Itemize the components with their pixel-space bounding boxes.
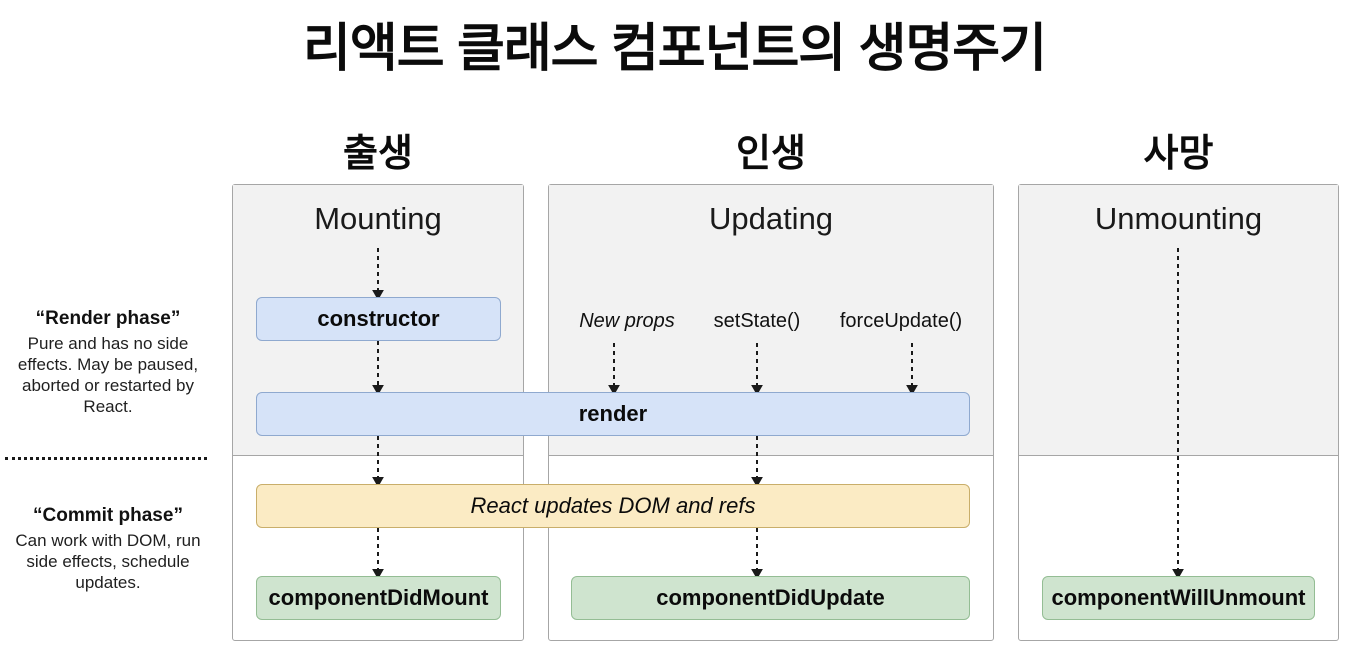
node-constructor: constructor bbox=[256, 297, 501, 341]
node-component-did-mount: componentDidMount bbox=[256, 576, 501, 620]
render-phase-legend: “Render phase” Pure and has no side effec… bbox=[8, 308, 208, 417]
panel-updating-title: Updating bbox=[708, 201, 834, 236]
trigger-label-3: forceUpdate() bbox=[839, 310, 963, 332]
stage-caption-2: 인생 bbox=[736, 133, 806, 175]
node-react-updates-dom-and-refs: React updates DOM and refs bbox=[256, 484, 970, 528]
panel-mounting-title: Mounting bbox=[314, 201, 442, 236]
node-component-did-update: componentDidUpdate bbox=[571, 576, 970, 620]
node-render: render bbox=[256, 392, 970, 436]
trigger-label-1: New props bbox=[579, 310, 675, 332]
commit-phase-description: Can work with DOM, run side effects, sch… bbox=[15, 531, 201, 592]
panel-unmounting: Unmounting bbox=[1018, 184, 1339, 641]
render-phase-description: Pure and has no side effects. May be pau… bbox=[17, 334, 199, 416]
stage-caption-3: 사망 bbox=[1143, 133, 1214, 175]
panel-unmounting-title: Unmounting bbox=[1094, 201, 1263, 236]
commit-phase-title: “Commit phase” bbox=[33, 505, 183, 526]
node-component-will-unmount: componentWillUnmount bbox=[1042, 576, 1315, 620]
trigger-label-2: setState() bbox=[713, 310, 801, 332]
page-title: 리액트 클래스 컴포넌트의 생명주기 bbox=[303, 20, 1047, 78]
render-phase-title: “Render phase” bbox=[35, 308, 181, 329]
stage-caption-1: 출생 bbox=[343, 133, 413, 175]
commit-phase-legend: “Commit phase” Can work with DOM, run sid… bbox=[8, 505, 208, 593]
phase-divider-dotted-line bbox=[5, 457, 207, 460]
